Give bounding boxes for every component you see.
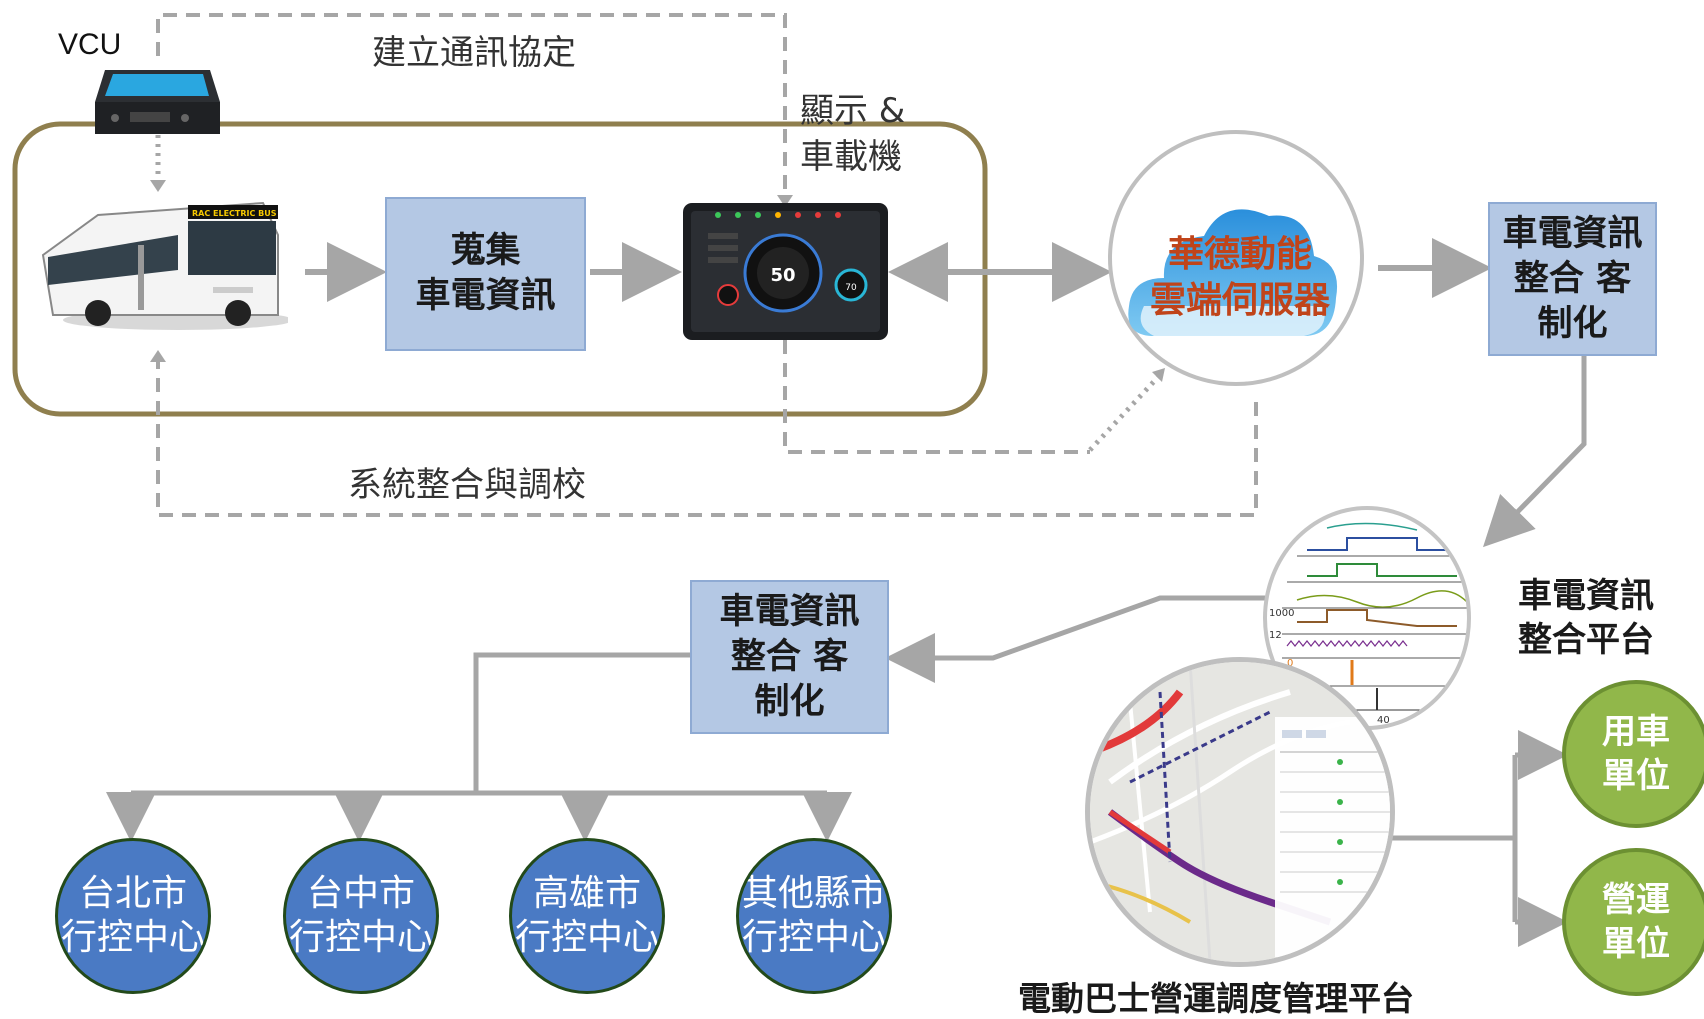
gauge-readout: 70 [845,283,857,293]
control-center-other-cities: 其他縣市 行控中心 [736,838,892,994]
cloud-icon [1128,209,1338,336]
custom-integration-box-right: 車電資訊 整合 客 制化 [1488,202,1657,356]
tick-label: 40 [1377,715,1390,726]
ops-platform-label: 電動巴士營運調度管理平台 [1018,979,1414,1018]
cloud-server-label: 華德動能 雲端伺服器 [1149,234,1330,321]
protocol-dashed-line [156,13,787,200]
control-center-taipei: 台北市 行控中心 [55,838,211,994]
vehicle-data-platform-node: 1000 12 0 40 [1263,506,1471,730]
vcu-label: VCU [58,28,122,61]
integration-dashed-line [156,355,1258,517]
bus-destination-sign: RAC ELECTRIC BUS [192,209,277,218]
tick-label: 1000 [1269,608,1294,619]
speed-readout: 50 [770,265,795,286]
display-unit-label: 顯示 & 車載機 [800,91,906,177]
onboard-display-device: 50 70 [683,203,888,340]
display-to-cloud-dashed [783,340,1090,454]
vehicle-data-platform-label: 車電資訊 整合平台 [1518,576,1654,660]
operator-unit-node: 營運 單位 [1562,848,1704,996]
protocol-label: 建立通訊協定 [372,33,576,73]
route-map-thumbnail [1090,662,1390,962]
ops-platform-map-node [1085,657,1395,967]
control-center-taichung: 台中市 行控中心 [283,838,439,994]
custom-integration-box-left: 車電資訊 整合 客 制化 [690,580,889,734]
electric-bus-image: RAC ELECTRIC BUS [41,201,288,330]
collect-vehicle-data-box: 蒐集 車電資訊 [385,197,586,351]
tick-label: 12 [1269,630,1282,641]
control-center-kaohsiung: 高雄市 行控中心 [509,838,665,994]
user-unit-node: 用車 單位 [1562,680,1704,828]
integration-label: 系統整合與調校 [348,465,586,505]
tick-label: 0 [1287,658,1293,669]
signal-chart-thumbnail: 1000 12 0 40 [1269,522,1467,726]
vcu-device-icon [95,70,220,134]
